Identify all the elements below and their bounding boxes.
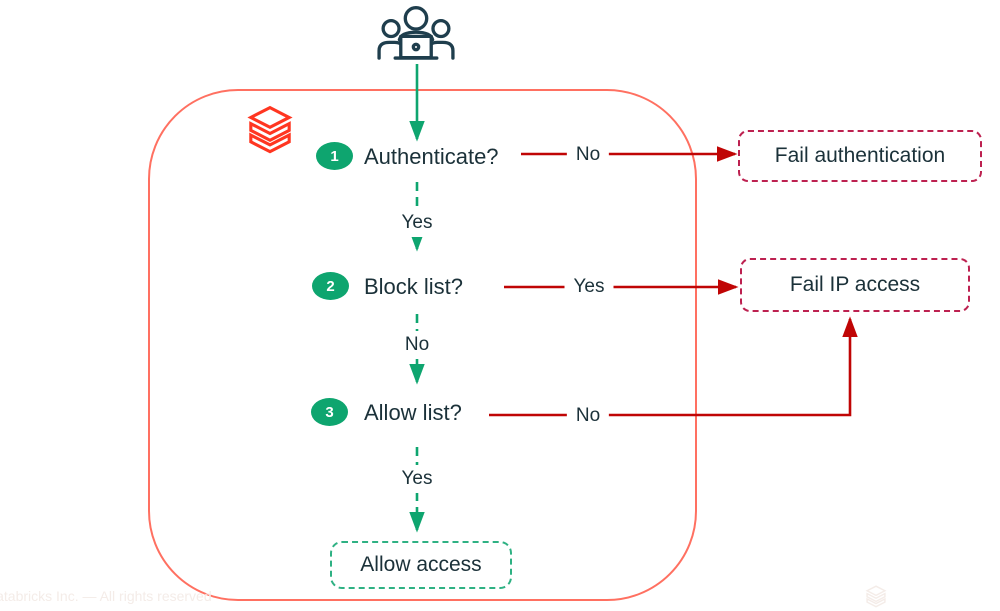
- branch-label-allow-list-no: No: [566, 402, 610, 430]
- watermark-middle-layer: [866, 592, 886, 603]
- logo-middle-layer: [249, 121, 291, 143]
- branch-label-block-list-yes: Yes: [564, 273, 614, 301]
- branch-label-block-list-no: No: [395, 331, 439, 359]
- right-user-head: [431, 18, 451, 39]
- center-user-head: [403, 6, 429, 31]
- watermark-bottom-layer: [866, 597, 886, 608]
- step-3-question: Allow list?: [364, 400, 462, 425]
- laptop-camera-dot: [411, 42, 421, 52]
- databricks-logo-icon: [247, 105, 293, 154]
- logo-top-layer: [247, 105, 293, 130]
- logo-bottom-layer: [249, 132, 291, 154]
- outcome-allow-access: Allow access: [330, 541, 512, 589]
- step-3-badge: 3: [311, 398, 348, 426]
- databricks-watermark-icon: [865, 585, 887, 608]
- outcome-fail-authentication: Fail authentication: [738, 130, 982, 182]
- watermark-top-layer: [865, 585, 887, 597]
- step-1-question: Authenticate?: [364, 144, 499, 169]
- left-user-head: [381, 18, 401, 39]
- users-at-laptop-icon: [377, 6, 455, 60]
- step-2-badge: 2: [312, 272, 349, 300]
- branch-label-allow-list-yes: Yes: [392, 465, 442, 493]
- outcome-fail-ip-access: Fail IP access: [740, 258, 970, 312]
- branch-label-authenticate-no: No: [566, 141, 610, 169]
- step-2-question: Block list?: [364, 274, 464, 299]
- step-1-badge: 1: [316, 142, 353, 170]
- laptop-screen: [399, 34, 433, 60]
- footer-copyright: Databricks Inc. — All rights reserved: [0, 588, 212, 604]
- branch-label-authenticate-yes: Yes: [392, 209, 442, 237]
